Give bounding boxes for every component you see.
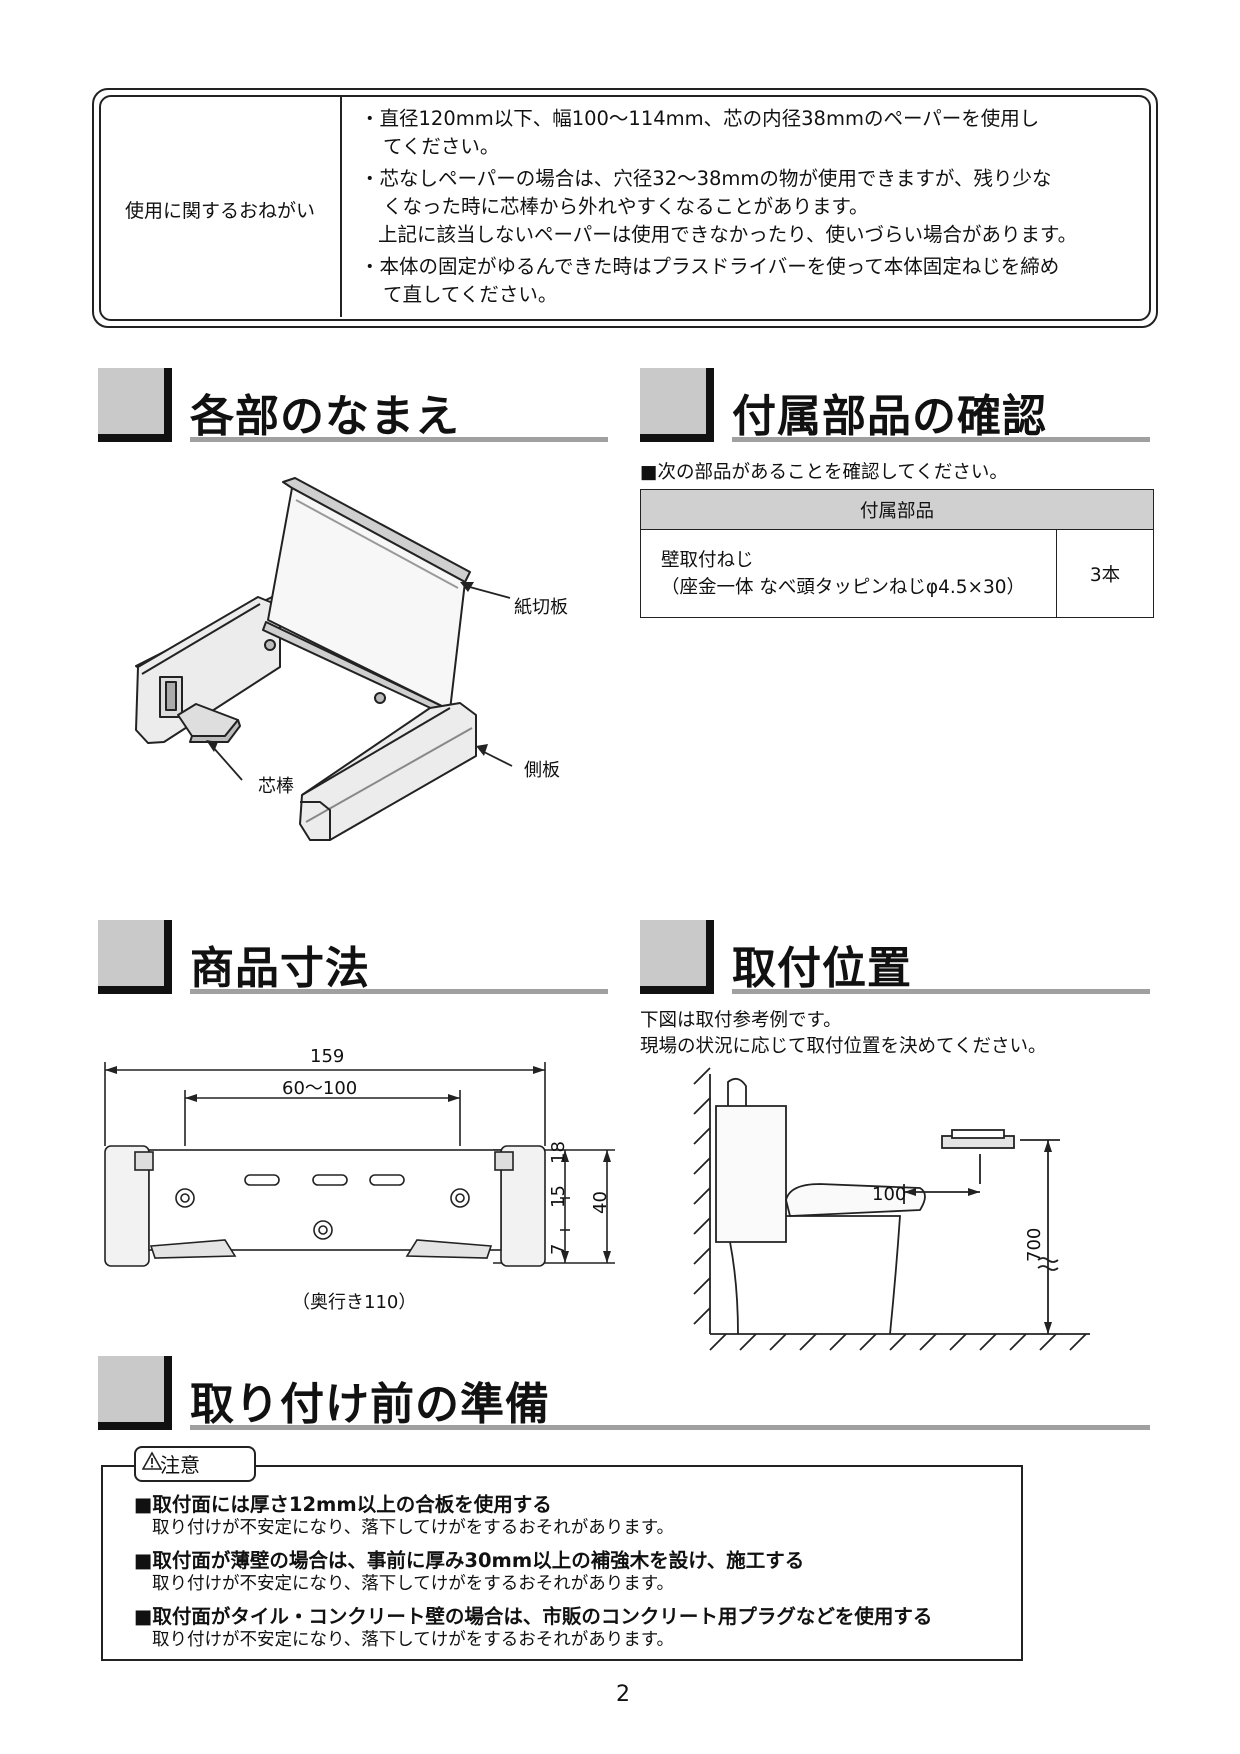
caution-item-3-sub: 取り付けが不安定になり、落下してけがをするおそれがあります。: [152, 1630, 675, 1650]
caution-tag: [134, 1446, 256, 1482]
usage-divider: [340, 97, 342, 317]
section-title-names: 各部のなまえ: [190, 391, 460, 442]
accessories-table-header: 付属部品: [640, 489, 1154, 530]
section-title-preparation: 取り付け前の準備: [190, 1379, 550, 1430]
usage-bullet-2-line-2: くなった時に芯棒から外れやすくなることがあります。: [383, 195, 869, 218]
dim-40: 40: [590, 1191, 611, 1214]
section-rule-preparation: [190, 1425, 1150, 1430]
usage-label: 使用に関するおねがい: [124, 200, 315, 222]
usage-bullet-1-line-2: てください。: [383, 135, 500, 158]
dim-60-100: 60〜100: [282, 1078, 358, 1099]
section-title-accessories: 付属部品の確認: [732, 391, 1047, 442]
usage-bullet-1-line-1: ・直径120mm以下、幅100〜114mm、芯の内径38mmのペーパーを使用し: [360, 107, 1040, 130]
accessories-table: 付属部品 壁取付ねじ （座金一体 なべ頭タッピンねじφ4.5×30） 3本: [640, 489, 1154, 618]
usage-bullet-2-line-1: ・芯なしペーパーの場合は、穴径32〜38mmの物が使用できますが、残り少な: [360, 167, 1052, 190]
section-rule-dimensions: [190, 989, 608, 994]
usage-box-outer: [92, 88, 1158, 328]
warning-icon: [142, 1451, 162, 1470]
position-note-2: 現場の状況に応じて取付位置を決めてください。: [640, 1036, 1047, 1057]
accessories-item-line-1: 壁取付ねじ: [661, 549, 754, 571]
accessories-item: 壁取付ねじ （座金一体 なべ頭タッピンねじφ4.5×30）: [640, 529, 1057, 618]
caution-item-2-sub: 取り付けが不安定になり、落下してけがをするおそれがあります。: [152, 1574, 675, 1594]
dimensions-drawing: [104, 1062, 615, 1267]
usage-bullet-3-line-1: ・本体の固定がゆるんできた時はプラスドライバーを使って本体固定ねじを締め: [360, 255, 1060, 278]
section-marker-dimensions: [98, 920, 172, 994]
caution-item-2-head: ■取付面が薄壁の場合は、事前に厚み30mm以上の補強木を設け、施工する: [134, 1549, 805, 1572]
position-note-1: 下図は取付参考例です。: [640, 1010, 842, 1031]
section-marker-preparation: [98, 1356, 172, 1430]
caution-item-1-head: ■取付面には厚さ12mm以上の合板を使用する: [134, 1493, 552, 1516]
accessories-note: ■次の部品があることを確認してください。: [640, 462, 1008, 483]
accessories-quantity: 3本: [1056, 529, 1154, 618]
section-marker-position: [640, 920, 714, 994]
section-rule-position: [732, 989, 1150, 994]
section-marker-accessories: [640, 368, 714, 442]
dim-159: 159: [310, 1046, 345, 1067]
section-marker-names: [98, 368, 172, 442]
section-rule-accessories: [732, 437, 1150, 442]
section-title-dimensions: 商品寸法: [190, 943, 370, 994]
page-number: 2: [616, 1682, 630, 1707]
dim-7: 7: [548, 1243, 569, 1255]
dim-700: 700: [1024, 1227, 1045, 1262]
accessories-item-line-2: （座金一体 なべ頭タッピンねじφ4.5×30）: [661, 576, 1026, 598]
dim-100: 100: [872, 1184, 907, 1205]
label-paper-cutter: 紙切板: [514, 597, 568, 618]
dim-18: 18: [548, 1141, 569, 1164]
section-title-position: 取付位置: [732, 943, 912, 994]
holder-parts-illustration: [135, 477, 513, 841]
usage-box-inner: [99, 95, 1151, 321]
usage-bullet-2-line-3: 上記に該当しないペーパーは使用できなかったり、使いづらい場合があります。: [378, 223, 1078, 246]
depth-note: （奥行き110）: [292, 1292, 417, 1313]
mounting-position-drawing: [693, 1067, 1090, 1351]
label-side-plate: 側板: [524, 760, 560, 781]
caution-item-3-head: ■取付面がタイル・コンクリート壁の場合は、市販のコンクリート用プラグなどを使用す…: [134, 1605, 933, 1628]
caution-box: [101, 1465, 1023, 1661]
caution-item-1-sub: 取り付けが不安定になり、落下してけがをするおそれがあります。: [152, 1518, 675, 1538]
section-rule-names: [190, 437, 608, 442]
usage-bullet-3-line-2: て直してください。: [383, 283, 558, 306]
label-core-rod: 芯棒: [258, 776, 294, 797]
caution-label: 注意: [160, 1453, 200, 1477]
dim-15: 15: [548, 1185, 569, 1208]
